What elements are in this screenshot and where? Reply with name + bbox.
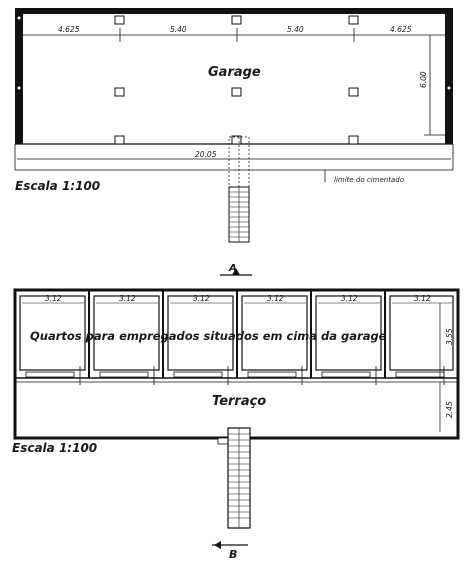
- section-marker-b: B: [212, 541, 248, 561]
- svg-text:B: B: [229, 548, 237, 561]
- scale-top: Escala 1:100: [15, 179, 100, 193]
- terrace-stair: [217, 427, 251, 529]
- window-marks: [25, 371, 445, 378]
- dim-room-1: 3.12: [45, 294, 62, 303]
- dim-garage-3: 5.40: [287, 25, 304, 34]
- dim-terrace-height: 2.45: [445, 401, 454, 418]
- garage-wall-left: [15, 8, 23, 144]
- room-boxes: [19, 295, 454, 371]
- garage-stair: [228, 186, 250, 243]
- quartos-plan: 3.12 3.12 3.12 3.12 3.12 3.12 Quartos pa…: [12, 288, 460, 561]
- dim-room-6: 3.12: [414, 294, 431, 303]
- door-arrows: [79, 366, 445, 385]
- note-cement-limit: limite do cimentado: [334, 176, 404, 184]
- dim-garage-height: 6.00: [419, 71, 428, 88]
- dim-garage-2: 5.40: [170, 25, 187, 34]
- room-partitions: [88, 290, 386, 378]
- dim-room-5: 3.12: [341, 294, 358, 303]
- section-marker-a: A: [220, 263, 252, 276]
- dim-total: 20.05: [195, 150, 217, 159]
- scale-bottom: Escala 1:100: [12, 441, 97, 455]
- dim-room-3: 3.12: [193, 294, 210, 303]
- dim-garage-1: 4.625: [58, 25, 80, 34]
- terrace-label: Terraço: [212, 394, 266, 409]
- svg-text:A: A: [228, 263, 237, 274]
- garage-wall-right: [445, 8, 453, 144]
- dim-room-4: 3.12: [267, 294, 284, 303]
- quartos-label: Quartos para empregados situados em cima…: [30, 329, 387, 343]
- garage-pillars: [16, 15, 452, 145]
- dim-garage-4: 4.625: [390, 25, 412, 34]
- dim-room-height: 3.55: [445, 328, 454, 345]
- garage-plan: 4.625 5.40 5.40 4.625 6.00 Garage: [14, 8, 454, 276]
- dim-room-2: 3.12: [119, 294, 136, 303]
- garage-wall-top: [15, 8, 453, 14]
- garage-label: Garage: [208, 65, 261, 80]
